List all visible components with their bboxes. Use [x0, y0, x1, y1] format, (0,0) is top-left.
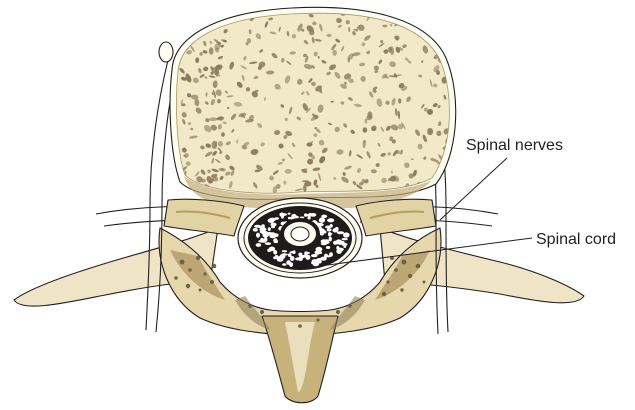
trabecula: [207, 14, 213, 20]
cord-cell: [293, 250, 296, 254]
cord-cell: [328, 232, 332, 237]
cord-cell: [253, 228, 258, 232]
trabecula: [190, 22, 199, 30]
label-spinal-nerves: Spinal nerves: [466, 137, 563, 154]
trabecula: [376, 163, 380, 167]
cord-cell: [318, 258, 322, 263]
cord-cell: [319, 227, 322, 230]
cord-cell: [288, 253, 292, 257]
cord-cell: [330, 224, 333, 228]
trabecula: [194, 19, 200, 26]
cord-cell: [310, 213, 316, 217]
trabecula: [327, 34, 332, 38]
cord-cell: [270, 223, 276, 227]
vertebral-body: [170, 7, 456, 209]
cord-cell: [289, 262, 293, 267]
cord-cell: [261, 240, 267, 243]
trabecula: [212, 11, 220, 20]
cord-cell: [263, 234, 269, 238]
cord-cell: [275, 217, 279, 219]
cord-cell: [277, 257, 284, 262]
trabecula: [407, 17, 413, 23]
label-spinal-cord: Spinal cord: [536, 231, 616, 248]
trabecula: [441, 44, 445, 47]
spinal-cord: [238, 198, 362, 278]
cord-cell: [337, 240, 343, 244]
cord-cell: [343, 232, 350, 237]
cord-cell: [308, 216, 311, 219]
cord-cell: [337, 231, 344, 234]
cord-cell: [291, 214, 296, 219]
cord-cell: [282, 250, 287, 252]
cord-cell: [298, 253, 302, 257]
cord-cell: [320, 232, 325, 236]
trabecula: [189, 16, 196, 25]
central-canal: [291, 227, 309, 241]
left-pedicle: [164, 199, 244, 236]
cord-cell: [342, 238, 348, 240]
trabecula: [382, 25, 387, 28]
trabecula: [184, 24, 190, 30]
cord-cell: [343, 246, 346, 248]
cord-cell: [260, 230, 265, 233]
cord-cell: [288, 213, 291, 215]
trabecula: [228, 13, 233, 16]
cord-cell: [274, 240, 279, 243]
cord-cell: [288, 217, 291, 220]
cord-cell: [265, 242, 271, 245]
cord-cell: [305, 255, 310, 260]
cord-cell: [321, 239, 326, 243]
cord-cell: [270, 235, 276, 239]
cord-cell: [256, 243, 262, 247]
trabecula: [447, 51, 453, 56]
trabecula: [444, 13, 450, 18]
cord-cell: [304, 213, 307, 216]
cord-cell: [282, 263, 286, 266]
trabecula: [391, 171, 393, 174]
cord-cell: [295, 257, 301, 260]
trabecula: [302, 180, 309, 182]
cord-cell: [268, 227, 271, 231]
cord-cell: [329, 252, 333, 256]
cord-cell: [319, 218, 325, 223]
cord-cell: [273, 250, 277, 255]
cord-cell: [327, 218, 334, 222]
trabecula: [427, 20, 434, 26]
trabecula: [438, 40, 444, 43]
cord-cell: [304, 251, 308, 255]
cord-cell: [281, 253, 288, 255]
cord-cell: [326, 246, 330, 249]
cord-cell: [281, 213, 287, 216]
trabecula: [214, 12, 222, 21]
cord-cell: [317, 223, 320, 226]
cord-cell: [327, 228, 332, 231]
trabecula: [444, 16, 453, 23]
trabecula: [434, 12, 439, 17]
trabecula: [441, 25, 445, 33]
trabecula: [180, 187, 186, 193]
cord-cell: [312, 259, 319, 263]
cord-cell: [335, 227, 339, 231]
cord-cell: [316, 247, 323, 252]
cord-cell: [338, 250, 342, 252]
trabecula: [439, 28, 444, 31]
right-pedicle: [356, 199, 436, 236]
cord-cell: [273, 256, 276, 259]
cord-cell: [324, 254, 328, 258]
trabecula: [219, 12, 225, 18]
cord-cell: [329, 237, 332, 242]
cord-cell: [336, 246, 339, 250]
cord-cell: [256, 233, 260, 238]
trabecula: [200, 14, 208, 21]
spinal-nerves-leader: [440, 158, 507, 220]
